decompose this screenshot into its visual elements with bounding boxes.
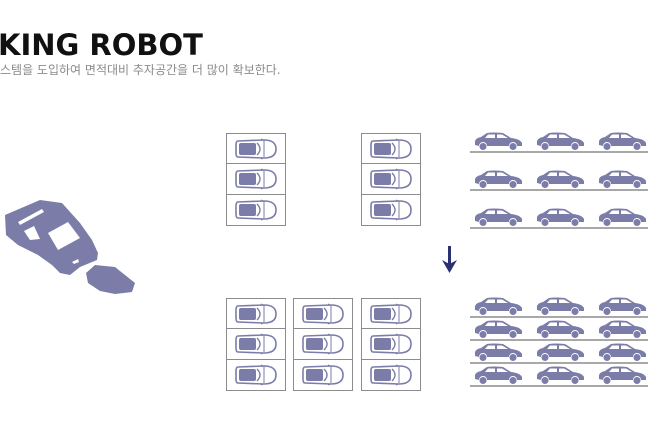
parking-slot bbox=[227, 164, 285, 195]
car-side-view-icon bbox=[535, 169, 585, 189]
car-top-view-icon bbox=[369, 333, 413, 355]
page-subtitle: 스템을 도입하여 면적대비 추자공간을 더 많이 확보한다. bbox=[0, 63, 281, 77]
parking-slot bbox=[294, 329, 352, 360]
car-top-view-icon bbox=[234, 138, 278, 160]
car-side-view-icon bbox=[535, 342, 585, 362]
parking-slot bbox=[294, 360, 352, 390]
car-side-view-icon bbox=[473, 169, 523, 189]
car-side-view-icon bbox=[535, 365, 585, 385]
car-side-view-icon bbox=[597, 319, 647, 339]
floor-line bbox=[470, 151, 648, 153]
car-top-view-icon bbox=[234, 333, 278, 355]
car-top-view-icon bbox=[369, 199, 413, 221]
robot-car-icon bbox=[5, 200, 135, 294]
car-side-view-icon bbox=[597, 296, 647, 316]
parking-robot-icon bbox=[86, 265, 135, 294]
car-side-view-icon bbox=[535, 296, 585, 316]
car-side-view-icon bbox=[535, 131, 585, 151]
parking-slot bbox=[227, 329, 285, 360]
floor-line bbox=[470, 339, 648, 341]
car-side-view-icon bbox=[597, 365, 647, 385]
parking-slot bbox=[227, 360, 285, 390]
car-top-view-icon bbox=[234, 168, 278, 190]
car-side-view-icon bbox=[535, 319, 585, 339]
car-top-view-icon bbox=[234, 303, 278, 325]
parking-slot bbox=[227, 134, 285, 165]
parking-slot bbox=[362, 195, 420, 225]
parking-block bbox=[361, 133, 421, 226]
car-top-view-icon bbox=[301, 364, 345, 386]
parking-slot bbox=[294, 299, 352, 330]
car-side-view-icon bbox=[597, 169, 647, 189]
page-title: KING ROBOT bbox=[0, 28, 203, 62]
car-top-view-icon bbox=[369, 364, 413, 386]
car-top-view-icon bbox=[234, 199, 278, 221]
parking-slot bbox=[362, 360, 420, 390]
floor-line bbox=[470, 362, 648, 364]
car-side-view-icon bbox=[473, 296, 523, 316]
car-top-view-icon bbox=[369, 168, 413, 190]
car-side-view-icon bbox=[597, 207, 647, 227]
parking-slot bbox=[362, 299, 420, 330]
floor-line bbox=[470, 385, 648, 387]
parking-block bbox=[293, 298, 353, 391]
car-side-view-icon bbox=[473, 319, 523, 339]
car-top-view-icon bbox=[369, 303, 413, 325]
parking-block bbox=[226, 133, 286, 226]
floor-line bbox=[470, 227, 648, 229]
floor-line bbox=[470, 189, 648, 191]
parking-slot bbox=[227, 299, 285, 330]
parking-slot bbox=[362, 134, 420, 165]
car-top-view-icon bbox=[234, 364, 278, 386]
floor-line bbox=[470, 316, 648, 318]
car-side-view-icon bbox=[597, 342, 647, 362]
arrow-down-icon bbox=[442, 246, 457, 273]
car-side-view-icon bbox=[597, 131, 647, 151]
car-top-view-icon bbox=[369, 138, 413, 160]
car-side-view-icon bbox=[473, 207, 523, 227]
parking-slot bbox=[362, 164, 420, 195]
car-side-view-icon bbox=[473, 365, 523, 385]
parking-block bbox=[226, 298, 286, 391]
car-side-view-icon bbox=[473, 342, 523, 362]
parking-block bbox=[361, 298, 421, 391]
car-top-view-icon bbox=[301, 333, 345, 355]
car-side-view-icon bbox=[535, 207, 585, 227]
car-side-view-icon bbox=[473, 131, 523, 151]
parking-slot bbox=[362, 329, 420, 360]
car-top-view-icon bbox=[301, 303, 345, 325]
parking-slot bbox=[227, 195, 285, 225]
